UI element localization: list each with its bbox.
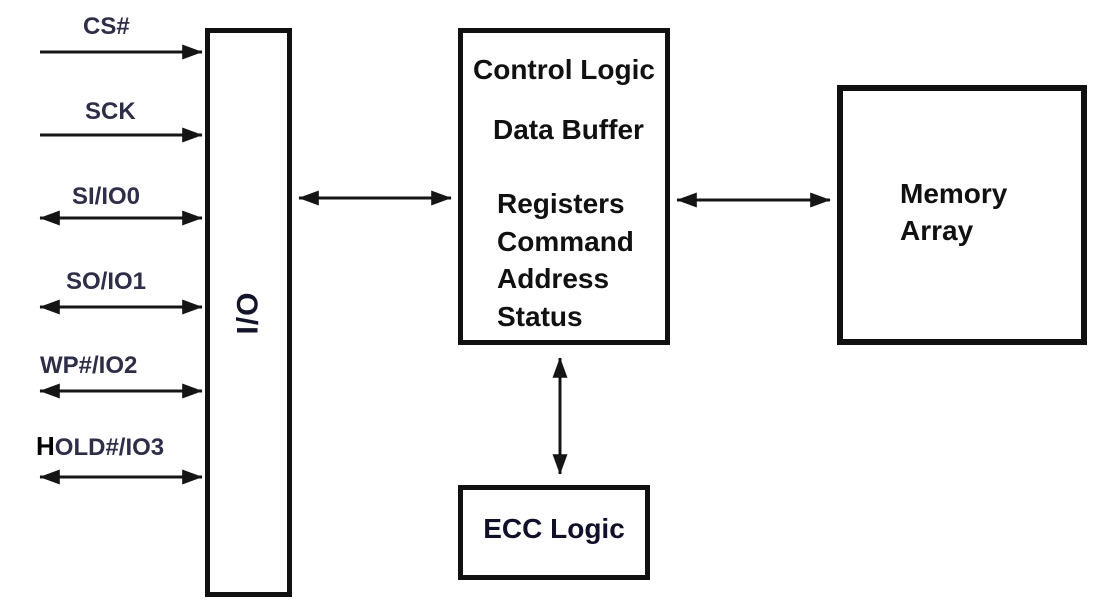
- memory-array-block: Memory Array: [837, 85, 1087, 345]
- data-buffer-label: Data Buffer: [493, 114, 644, 145]
- control-logic-item-registers: Registers: [497, 188, 625, 219]
- signal-label-hold-rest: OLD#/IO3: [54, 434, 165, 461]
- signal-label-hold-prefix: H: [36, 431, 55, 461]
- control-logic-item-list: Registers Command Address Status: [497, 185, 665, 335]
- control-logic-title: Control Logic: [473, 54, 655, 85]
- ecc-logic-block: ECC Logic: [458, 485, 650, 580]
- signal-label-so-io1: SO/IO1: [66, 268, 147, 295]
- signal-label-wp-io2: WP#/IO2: [40, 352, 138, 379]
- signal-label-sck: SCK: [85, 98, 136, 125]
- io-block-label: I/O: [231, 290, 265, 335]
- signal-label-hold-io3: HOLD#/IO3: [36, 432, 164, 462]
- control-logic-item-address: Address: [497, 263, 610, 294]
- signal-label-si-io0: SI/IO0: [72, 183, 141, 210]
- memory-array-label: Memory Array: [900, 175, 1081, 249]
- control-logic-item-command: Command: [497, 225, 634, 257]
- memory-array-label-line1: Memory: [900, 178, 1008, 209]
- io-block: I/O: [205, 28, 292, 597]
- signal-label-cs: CS#: [83, 13, 130, 40]
- control-logic-block: Control Logic Data Buffer Registers Comm…: [458, 28, 670, 345]
- ecc-logic-label: ECC Logic: [483, 512, 625, 544]
- control-logic-item-status: Status: [497, 300, 583, 332]
- memory-array-label-line2: Array: [900, 215, 974, 246]
